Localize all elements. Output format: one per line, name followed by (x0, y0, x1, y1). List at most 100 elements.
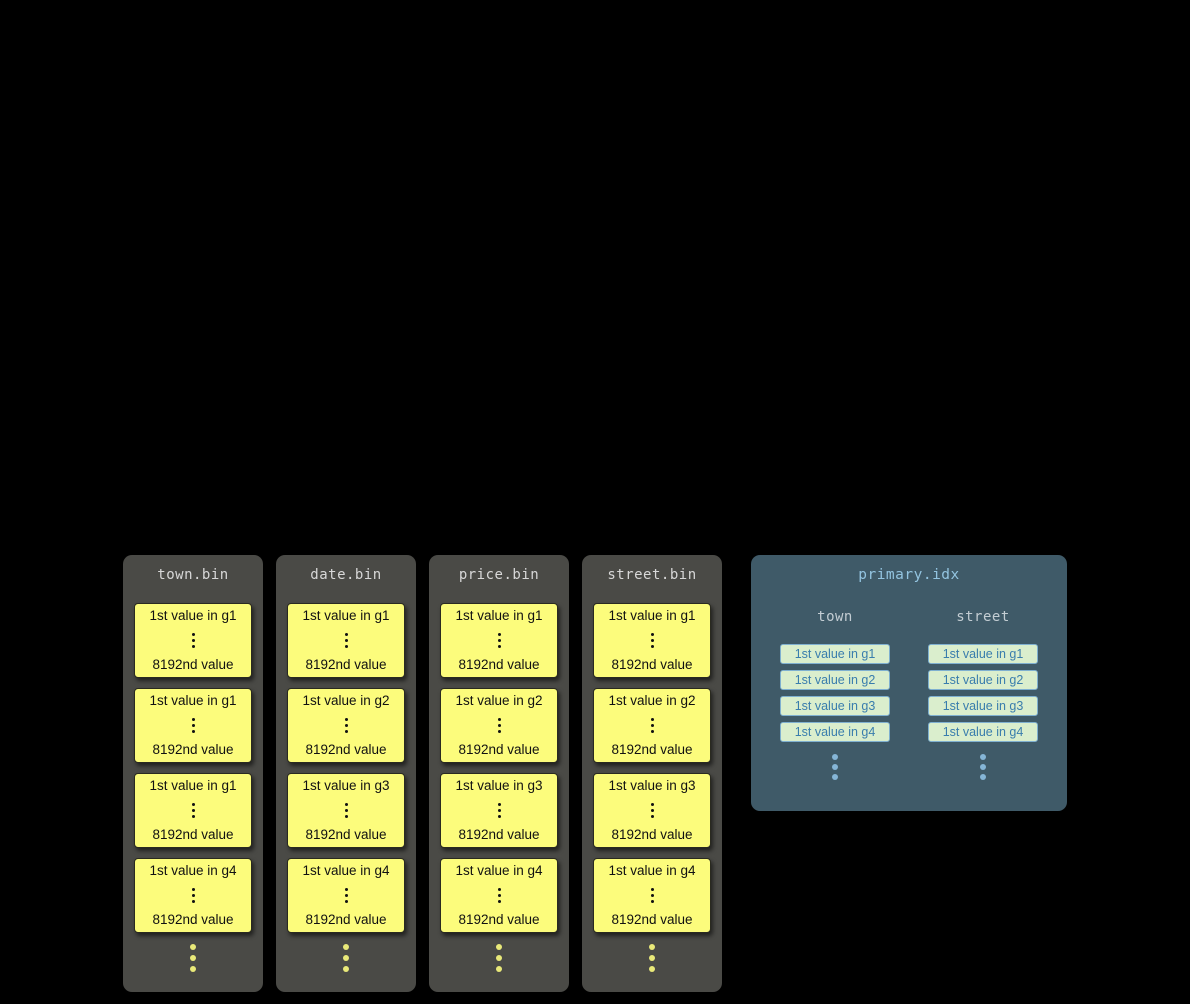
granule-last-value: 8192nd value (611, 912, 693, 927)
vertical-dots-icon (344, 801, 348, 819)
granule-list: 1st value in g1 8192nd value 1st value i… (287, 603, 405, 933)
more-entries-ellipsis-icon (980, 752, 986, 782)
vertical-dots-icon (497, 631, 501, 649)
granule-block: 1st value in g2 8192nd value (287, 688, 405, 763)
granule-last-value: 8192nd value (305, 827, 387, 842)
granule-block: 1st value in g2 8192nd value (440, 688, 558, 763)
granule-last-value: 8192nd value (305, 912, 387, 927)
granule-block: 1st value in g1 8192nd value (440, 603, 558, 678)
granule-block: 1st value in g1 8192nd value (134, 603, 252, 678)
bin-file-price: price.bin 1st value in g1 8192nd value 1… (429, 555, 569, 992)
index-column-header: street (956, 609, 1010, 625)
granule-block: 1st value in g4 8192nd value (440, 858, 558, 933)
bin-files-group: town.bin 1st value in g1 8192nd value 1s… (123, 555, 722, 992)
granule-block: 1st value in g1 8192nd value (134, 773, 252, 848)
more-granules-ellipsis-icon (496, 941, 502, 974)
granule-first-value: 1st value in g1 (149, 778, 237, 793)
granule-block: 1st value in g4 8192nd value (134, 858, 252, 933)
granule-first-value: 1st value in g1 (302, 608, 390, 623)
index-column-header: town (817, 609, 853, 625)
granule-block: 1st value in g1 8192nd value (134, 688, 252, 763)
bin-file-town: town.bin 1st value in g1 8192nd value 1s… (123, 555, 263, 992)
granule-first-value: 1st value in g1 (455, 608, 543, 623)
more-granules-ellipsis-icon (649, 941, 655, 974)
granule-last-value: 8192nd value (458, 827, 540, 842)
granule-first-value: 1st value in g4 (149, 863, 237, 878)
vertical-dots-icon (497, 716, 501, 734)
granule-list: 1st value in g1 8192nd value 1st value i… (440, 603, 558, 933)
vertical-dots-icon (650, 716, 654, 734)
granule-last-value: 8192nd value (611, 742, 693, 757)
more-entries-ellipsis-icon (832, 752, 838, 782)
bin-file-title: price.bin (458, 567, 540, 583)
granule-first-value: 1st value in g4 (302, 863, 390, 878)
index-entry: 1st value in g2 (780, 670, 890, 690)
primary-index-columns: town 1st value in g1 1st value in g2 1st… (751, 609, 1067, 782)
granule-first-value: 1st value in g2 (455, 693, 543, 708)
granule-last-value: 8192nd value (458, 657, 540, 672)
index-entry-list: 1st value in g1 1st value in g2 1st valu… (780, 644, 890, 742)
bin-file-title: street.bin (607, 567, 697, 583)
granule-block: 1st value in g3 8192nd value (440, 773, 558, 848)
granule-last-value: 8192nd value (458, 912, 540, 927)
index-entry: 1st value in g2 (928, 670, 1038, 690)
index-entry: 1st value in g1 (780, 644, 890, 664)
granule-first-value: 1st value in g1 (149, 608, 237, 623)
bin-file-street: street.bin 1st value in g1 8192nd value … (582, 555, 722, 992)
vertical-dots-icon (191, 716, 195, 734)
vertical-dots-icon (650, 631, 654, 649)
granule-list: 1st value in g1 8192nd value 1st value i… (593, 603, 711, 933)
vertical-dots-icon (191, 801, 195, 819)
granule-last-value: 8192nd value (152, 827, 234, 842)
granule-list: 1st value in g1 8192nd value 1st value i… (134, 603, 252, 933)
granule-first-value: 1st value in g2 (608, 693, 696, 708)
index-entry: 1st value in g4 (928, 722, 1038, 742)
primary-index-title: primary.idx (858, 567, 960, 583)
granule-last-value: 8192nd value (305, 742, 387, 757)
granule-block: 1st value in g4 8192nd value (287, 858, 405, 933)
granule-block: 1st value in g3 8192nd value (287, 773, 405, 848)
granule-first-value: 1st value in g2 (302, 693, 390, 708)
index-entry: 1st value in g3 (780, 696, 890, 716)
granule-first-value: 1st value in g3 (302, 778, 390, 793)
granule-last-value: 8192nd value (152, 742, 234, 757)
vertical-dots-icon (191, 631, 195, 649)
vertical-dots-icon (650, 886, 654, 904)
index-entry: 1st value in g3 (928, 696, 1038, 716)
granule-first-value: 1st value in g1 (608, 608, 696, 623)
index-entry: 1st value in g4 (780, 722, 890, 742)
index-entry-list: 1st value in g1 1st value in g2 1st valu… (928, 644, 1038, 742)
granule-last-value: 8192nd value (611, 657, 693, 672)
granule-first-value: 1st value in g3 (608, 778, 696, 793)
granule-first-value: 1st value in g4 (455, 863, 543, 878)
granule-first-value: 1st value in g3 (455, 778, 543, 793)
bin-file-title: date.bin (310, 567, 382, 583)
bin-file-date: date.bin 1st value in g1 8192nd value 1s… (276, 555, 416, 992)
vertical-dots-icon (344, 631, 348, 649)
index-column-town: town 1st value in g1 1st value in g2 1st… (779, 609, 891, 782)
granule-block: 1st value in g4 8192nd value (593, 858, 711, 933)
vertical-dots-icon (497, 886, 501, 904)
granule-first-value: 1st value in g1 (149, 693, 237, 708)
granule-last-value: 8192nd value (611, 827, 693, 842)
index-entry: 1st value in g1 (928, 644, 1038, 664)
granule-last-value: 8192nd value (152, 912, 234, 927)
granule-first-value: 1st value in g4 (608, 863, 696, 878)
vertical-dots-icon (191, 886, 195, 904)
granule-block: 1st value in g1 8192nd value (593, 603, 711, 678)
index-column-street: street 1st value in g1 1st value in g2 1… (927, 609, 1039, 782)
granule-last-value: 8192nd value (152, 657, 234, 672)
vertical-dots-icon (497, 801, 501, 819)
vertical-dots-icon (650, 801, 654, 819)
granule-block: 1st value in g2 8192nd value (593, 688, 711, 763)
vertical-dots-icon (344, 886, 348, 904)
more-granules-ellipsis-icon (190, 941, 196, 974)
vertical-dots-icon (344, 716, 348, 734)
primary-index-panel: primary.idx town 1st value in g1 1st val… (751, 555, 1067, 811)
granule-last-value: 8192nd value (458, 742, 540, 757)
granule-last-value: 8192nd value (305, 657, 387, 672)
granule-block: 1st value in g1 8192nd value (287, 603, 405, 678)
granule-block: 1st value in g3 8192nd value (593, 773, 711, 848)
more-granules-ellipsis-icon (343, 941, 349, 974)
